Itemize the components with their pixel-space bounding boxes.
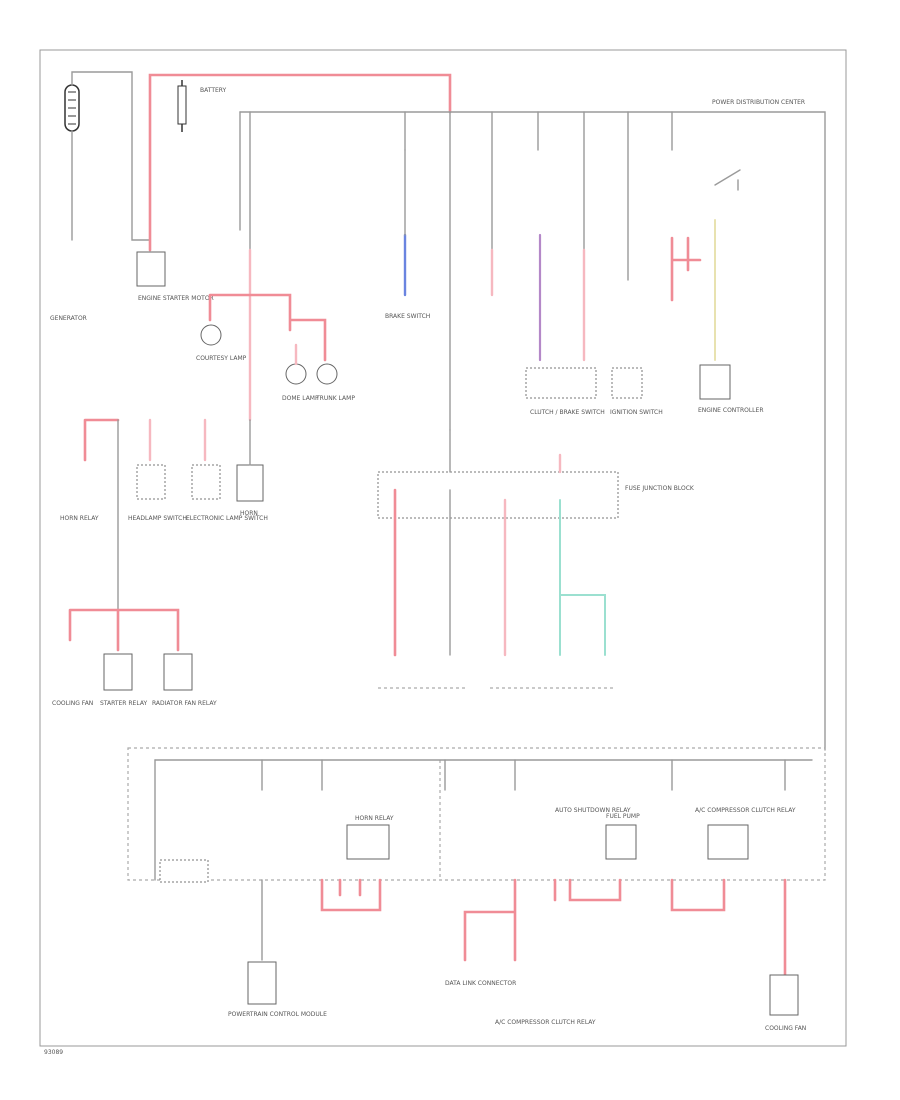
cooling-fan-label: COOLING FAN <box>52 700 93 707</box>
horn-component <box>236 464 264 502</box>
headlamp-switch-label: HEADLAMP SWITCH <box>128 515 187 522</box>
clutch-brake-switch-label: CLUTCH / BRAKE SWITCH <box>530 409 605 416</box>
ignition-switch-component <box>611 367 643 399</box>
corner-code: 93089 <box>44 1049 63 1056</box>
powertrain-control-module-label: POWERTRAIN CONTROL MODULE <box>228 1011 327 1018</box>
battery-label: BATTERY <box>200 87 227 94</box>
fuse-junction-block-component <box>377 471 619 519</box>
generator-label: GENERATOR <box>50 315 87 322</box>
auto-shutdown-relay-label: AUTO SHUTDOWN RELAY <box>555 807 631 814</box>
generator-component <box>64 84 80 132</box>
courtesy-lamp-label: COURTESY LAMP <box>196 355 247 362</box>
courtesy-lamp-icon <box>200 324 222 346</box>
horn-relay-text: HORN RELAY <box>355 815 394 822</box>
pdc-label: POWER DISTRIBUTION CENTER <box>712 99 805 106</box>
engine-starter-motor-label: ENGINE STARTER MOTOR <box>138 295 214 302</box>
starter-relay-component <box>103 653 133 691</box>
powertrain-control-module-component <box>247 961 277 1005</box>
engine-controller-label: ENGINE CONTROLLER <box>698 407 764 414</box>
radiator-fan-relay-label: RADIATOR FAN RELAY <box>152 700 217 707</box>
starter-relay-label: STARTER RELAY <box>100 700 147 707</box>
trunk-lamp-label: TRUNK LAMP <box>315 395 355 402</box>
clutch-brake-switch-component <box>525 367 597 399</box>
electronic-lamp-switch-component <box>191 464 221 500</box>
trunk-lamp-icon <box>316 363 338 385</box>
electronic-lamp-switch-label: ELECTRONIC LAMP SWITCH <box>186 515 268 522</box>
underhood-box-component <box>127 747 826 881</box>
ac-compressor-relay-label: A/C COMPRESSOR CLUTCH RELAY <box>695 807 796 814</box>
horn-label: HORN <box>240 510 258 517</box>
engine-controller-component <box>699 364 731 400</box>
cooling-fan-bottom-label: COOLING FAN <box>765 1025 806 1032</box>
ignition-switch-label: IGNITION SWITCH <box>610 409 663 416</box>
horn-relay-label: HORN RELAY <box>60 515 99 522</box>
fuel-pump-label: FUEL PUMP <box>606 813 640 820</box>
data-link-connector-label: DATA LINK CONNECTOR <box>445 980 516 987</box>
horn-relay-component <box>346 824 390 860</box>
dome-lamp-label: DOME LAMP <box>282 395 319 402</box>
diagram-frame <box>39 49 847 1047</box>
cooling-fan-component <box>769 974 799 1016</box>
headlamp-switch-component <box>136 464 166 500</box>
relay-block-component <box>159 859 209 883</box>
ac-compressor-relay-component <box>707 824 749 860</box>
fuse-junction-block-label: FUSE JUNCTION BLOCK <box>625 485 695 492</box>
dome-lamp-icon <box>285 363 307 385</box>
radiator-fan-relay-component <box>163 653 193 691</box>
engine-starter-motor-component <box>136 251 166 287</box>
brake-switch-label: BRAKE SWITCH <box>385 313 430 320</box>
fuel-pump-component <box>605 824 637 860</box>
battery-component <box>177 80 187 132</box>
ac-compressor-label: A/C COMPRESSOR CLUTCH RELAY <box>495 1019 596 1026</box>
